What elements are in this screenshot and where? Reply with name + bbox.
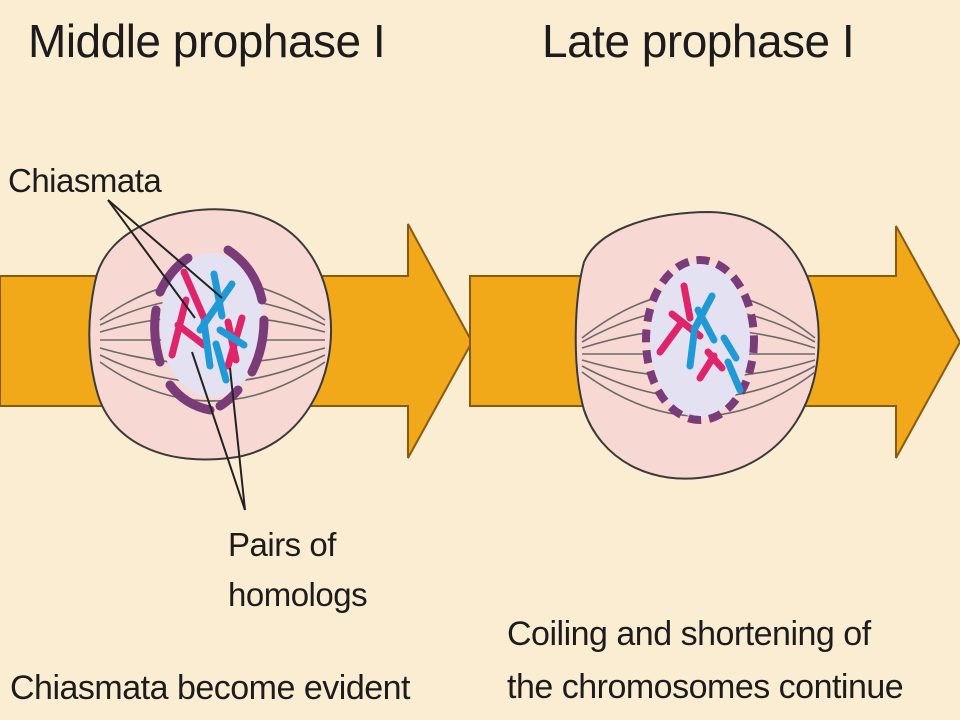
cell-middle-prophase [88,208,332,461]
nucleus [650,262,750,418]
label-pairs-of: Pairs of [228,526,336,563]
chiasmata-pointer-1 [107,199,196,319]
homologs-pointer-1 [191,351,246,511]
caption-middle-prophase: Chiasmata become evident [10,669,411,707]
chromosomes-paternal [686,292,744,394]
nuclear-envelope-fragments [150,245,269,415]
label-chiasmata: Chiasmata [8,162,162,199]
title-middle-prophase: Middle prophase I [28,15,386,67]
nuclear-envelope [642,256,758,424]
callout-lines [107,199,246,511]
caption-late-prophase-line1: Coiling and shortening of [507,615,871,653]
caption-late-prophase-line2: the chromosomes continue [507,668,904,706]
label-homologs: homologs [228,576,368,613]
cell-late-prophase [574,210,820,480]
homologs-pointer-2 [229,367,246,511]
title-late-prophase: Late prophase I [542,15,855,67]
chiasmata-pointer-2 [107,199,223,299]
